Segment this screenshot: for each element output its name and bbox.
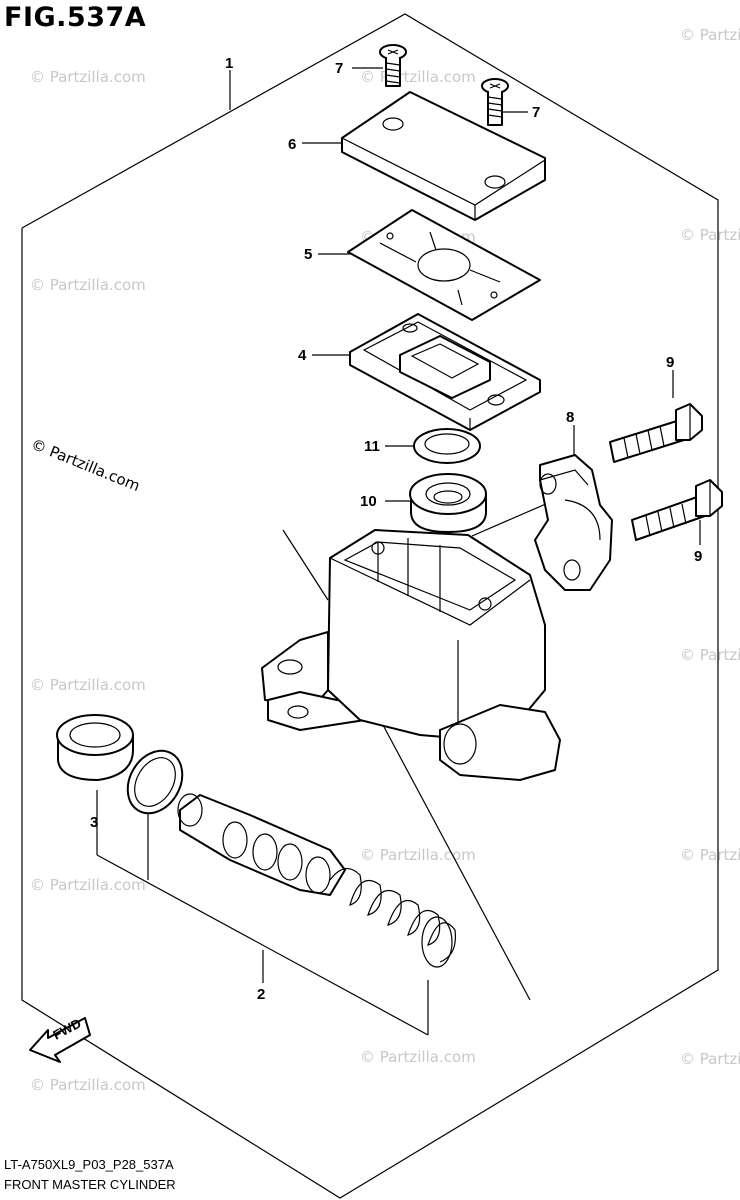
screw-top-left <box>379 44 407 87</box>
watermark-text: © Partzilla.com <box>680 646 740 664</box>
clamp-bolt-upper <box>609 403 703 463</box>
figure-name: FRONT MASTER CYLINDER <box>4 1177 176 1192</box>
callout-5: 5 <box>304 246 312 263</box>
watermark-text: © Partzilla.com <box>30 68 146 86</box>
figure-code: LT-A750XL9_P03_P28_537A <box>4 1157 174 1172</box>
callout-7: 7 <box>532 104 540 121</box>
watermark-text: © Partzilla.com <box>680 846 740 864</box>
screw-top-right <box>481 78 509 126</box>
leader-lines <box>96 67 701 1036</box>
circlip <box>126 749 184 815</box>
watermark-main: © Partzilla.com <box>29 435 143 495</box>
callout-group: 1 7 7 6 5 4 8 9 11 10 9 3 2 <box>90 55 702 1003</box>
diaphragm <box>349 313 541 432</box>
callout-6: 6 <box>288 136 296 153</box>
callout-4: 4 <box>298 347 307 364</box>
watermark-text: © Partzilla.com <box>30 876 146 894</box>
callout-10: 10 <box>360 493 377 510</box>
callout-3: 3 <box>90 814 98 831</box>
callout-2: 2 <box>257 986 265 1003</box>
watermark-text: © Partzilla.com <box>680 1050 740 1068</box>
master-cylinder-body <box>261 529 561 781</box>
figure-title: FIG.537A <box>4 2 147 33</box>
piston-assembly <box>177 793 346 896</box>
watermark-text: © Partzilla.com <box>30 676 146 694</box>
diaphragm-plate <box>347 209 541 321</box>
reservoir-cap <box>341 91 546 221</box>
callout-11: 11 <box>364 438 380 455</box>
assembly-outline <box>21 13 719 1199</box>
forward-arrow: FWD <box>29 1016 91 1063</box>
o-ring <box>413 428 481 464</box>
callout-1: 1 <box>225 55 233 72</box>
piston-boot <box>56 714 134 781</box>
return-spring <box>329 868 457 968</box>
watermark-text: © Partzilla.com <box>30 1076 146 1094</box>
watermark-text: © Partzilla.com <box>360 68 476 86</box>
callout-7: 7 <box>335 60 343 77</box>
watermark-text: © Partzilla.com <box>360 846 476 864</box>
watermark-text: © Partzilla.com <box>680 26 740 44</box>
watermark-text: © Partzilla.com <box>680 226 740 244</box>
reservoir-boot <box>409 473 487 533</box>
callout-9: 9 <box>694 548 702 565</box>
watermark-text: © Partzilla.com <box>360 1048 476 1066</box>
watermark-text: © Partzilla.com <box>30 276 146 294</box>
callout-8: 8 <box>566 409 574 426</box>
callout-9: 9 <box>666 354 674 371</box>
clamp-bracket <box>534 454 613 591</box>
clamp-bolt-lower <box>631 479 723 541</box>
